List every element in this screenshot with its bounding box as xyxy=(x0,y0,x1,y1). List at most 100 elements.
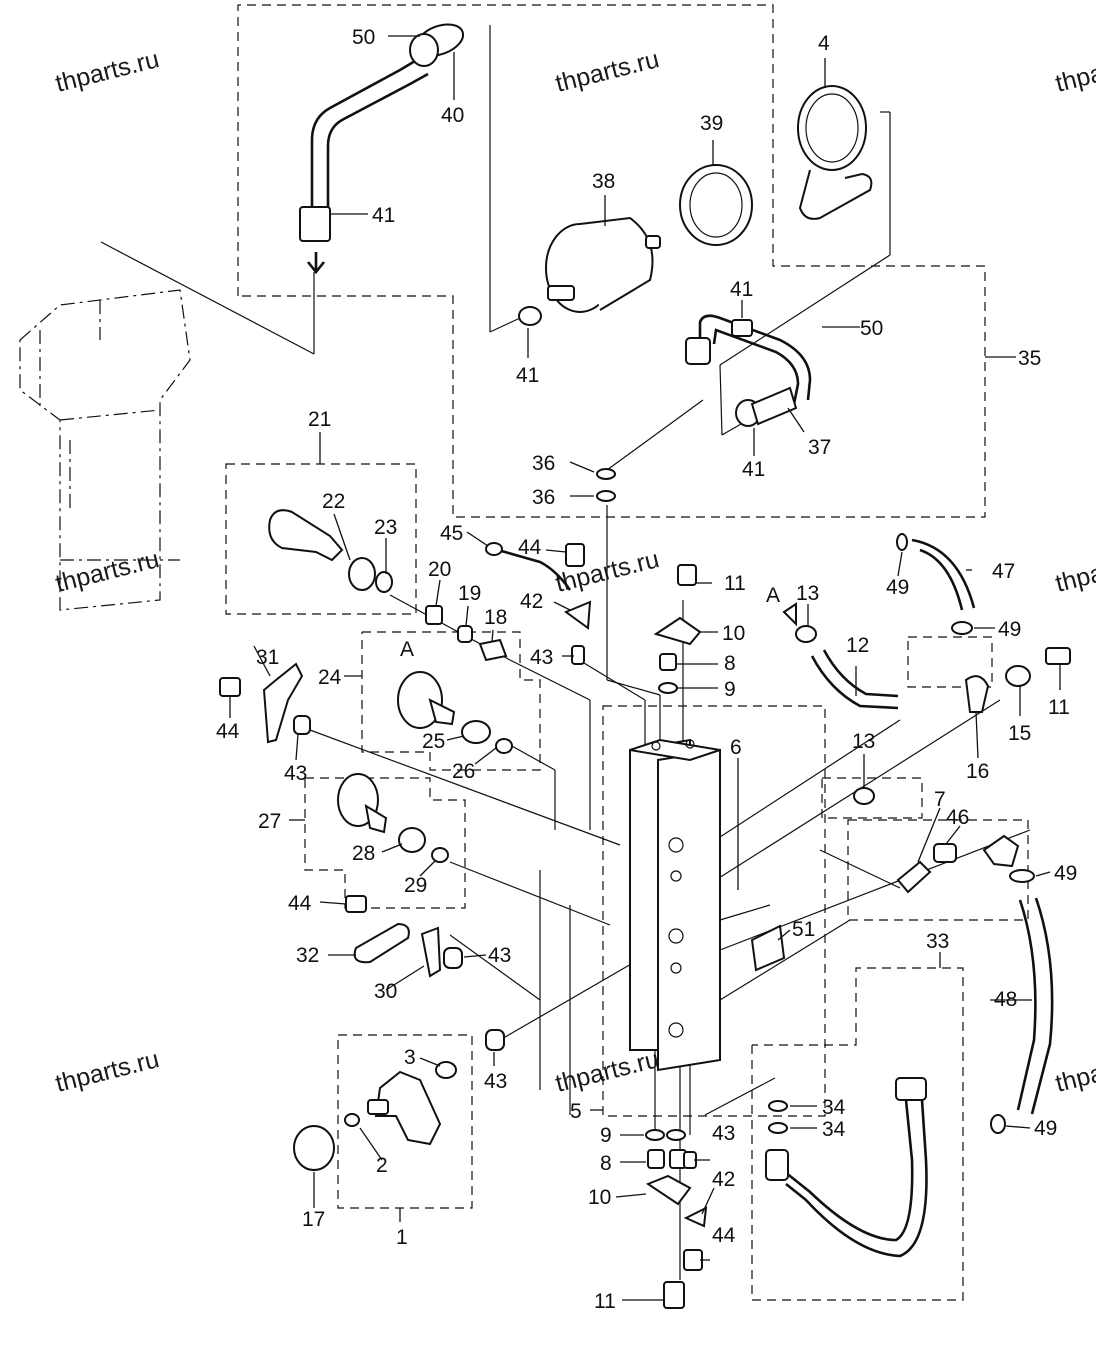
callout-a: A xyxy=(400,638,414,661)
callout-46: 46 xyxy=(946,806,969,829)
callout-23: 23 xyxy=(374,516,397,539)
callout-42: 42 xyxy=(712,1168,735,1191)
callout-44: 44 xyxy=(288,892,312,915)
clip-49 xyxy=(990,1114,1006,1134)
clip-49 xyxy=(1009,869,1035,883)
hose-47 xyxy=(919,548,964,611)
callout-39: 39 xyxy=(700,112,723,135)
sleeve-43 xyxy=(571,645,585,665)
injector-24 xyxy=(397,671,513,754)
callout-1: 1 xyxy=(396,1226,408,1249)
washer-36 xyxy=(596,468,616,480)
bolt-44 xyxy=(683,1249,703,1271)
group-outlines xyxy=(19,4,1029,1301)
plug-20 xyxy=(425,605,443,625)
watermark-text: thparts.ru xyxy=(53,545,162,598)
clip-13 xyxy=(853,787,875,805)
callout-labels: 50 40 41 4 39 38 41 41 50 35 37 41 36 36… xyxy=(216,26,1077,1313)
callout-16: 16 xyxy=(966,760,989,783)
callout-41: 41 xyxy=(730,278,753,301)
callout-29: 29 xyxy=(404,874,427,897)
callout-10: 10 xyxy=(588,1186,611,1209)
label-plate-51 xyxy=(750,924,786,972)
watermark-text: thparts.ru xyxy=(1053,1045,1096,1098)
callout-34: 34 xyxy=(822,1118,846,1141)
callout-35: 35 xyxy=(1018,347,1041,370)
hose-clamp xyxy=(518,306,542,326)
callout-21: 21 xyxy=(308,408,331,431)
watermark-text: thparts.ru xyxy=(553,45,662,98)
bolt-44 xyxy=(565,543,585,567)
callout-43: 43 xyxy=(484,1070,507,1093)
callout-50: 50 xyxy=(352,26,375,49)
callout-31: 31 xyxy=(256,646,279,669)
callout-43: 43 xyxy=(488,944,511,967)
callout-7: 7 xyxy=(934,788,946,811)
watermark-text: thparts.ru xyxy=(1053,45,1096,98)
callout-43: 43 xyxy=(712,1122,735,1145)
callout-36: 36 xyxy=(532,452,555,475)
watermark-text: thparts.ru xyxy=(553,1045,662,1098)
watermark-text: thparts.ru xyxy=(1053,545,1096,598)
callout-49: 49 xyxy=(998,618,1021,641)
callout-24: 24 xyxy=(318,666,342,689)
washer-34 xyxy=(768,1122,788,1134)
callout-3: 3 xyxy=(404,1046,416,1069)
callout-49: 49 xyxy=(1034,1117,1057,1140)
callout-2: 2 xyxy=(376,1154,388,1177)
callout-9: 9 xyxy=(600,1124,612,1147)
callout-43: 43 xyxy=(530,646,553,669)
fuel-hose-40 xyxy=(310,56,421,212)
bolt-11 xyxy=(663,1281,685,1309)
fuel-filter xyxy=(545,216,661,313)
callout-49: 49 xyxy=(886,576,909,599)
callout-30: 30 xyxy=(374,980,397,1003)
callout-41: 41 xyxy=(372,204,395,227)
sleeve-43 xyxy=(485,1029,505,1051)
bracket-10 xyxy=(653,616,702,646)
union-18 xyxy=(478,638,508,662)
watermark-text: thparts.ru xyxy=(53,1045,162,1098)
clip-49 xyxy=(951,621,973,635)
callout-47: 47 xyxy=(992,560,1015,583)
bracket-10 xyxy=(645,1174,692,1206)
callout-leaders xyxy=(229,35,1061,1301)
sleeve-43 xyxy=(293,715,311,735)
elbow xyxy=(982,834,1020,868)
callout-11: 11 xyxy=(594,1290,616,1313)
callout-13: 13 xyxy=(796,582,819,605)
callout-43: 43 xyxy=(284,762,307,785)
callout-49: 49 xyxy=(1054,862,1077,885)
spacer-8 xyxy=(659,653,677,671)
callout-37: 37 xyxy=(808,436,831,459)
callout-15: 15 xyxy=(1008,722,1031,745)
earth-wire-45 xyxy=(497,548,572,591)
tab-42 xyxy=(563,600,592,630)
fitting-46 xyxy=(933,843,957,863)
o-ring-9 xyxy=(645,1129,665,1141)
lever-32 xyxy=(353,922,410,964)
callout-11: 11 xyxy=(724,572,746,595)
callout-18: 18 xyxy=(484,606,507,629)
bolt-44 xyxy=(345,895,367,913)
clip-49 xyxy=(896,533,908,551)
callout-44: 44 xyxy=(518,536,542,559)
callout-22: 22 xyxy=(322,490,345,513)
callout-11: 11 xyxy=(1048,696,1070,719)
callout-12: 12 xyxy=(846,634,869,657)
washer-15 xyxy=(1005,665,1031,687)
return-hose-12 xyxy=(810,655,899,710)
callout-17: 17 xyxy=(302,1208,325,1231)
washer-36 xyxy=(596,490,616,502)
callout-5: 5 xyxy=(570,1100,582,1123)
o-ring-9 xyxy=(658,682,678,694)
callout-32: 32 xyxy=(296,944,319,967)
callout-44: 44 xyxy=(216,720,240,743)
tab-42 xyxy=(683,1206,708,1228)
callout-10: 10 xyxy=(722,622,745,645)
watermark-text: thparts.ru xyxy=(53,45,162,98)
arrow-a xyxy=(782,602,797,627)
callout-26: 26 xyxy=(452,760,475,783)
callout-20: 20 xyxy=(428,558,451,581)
